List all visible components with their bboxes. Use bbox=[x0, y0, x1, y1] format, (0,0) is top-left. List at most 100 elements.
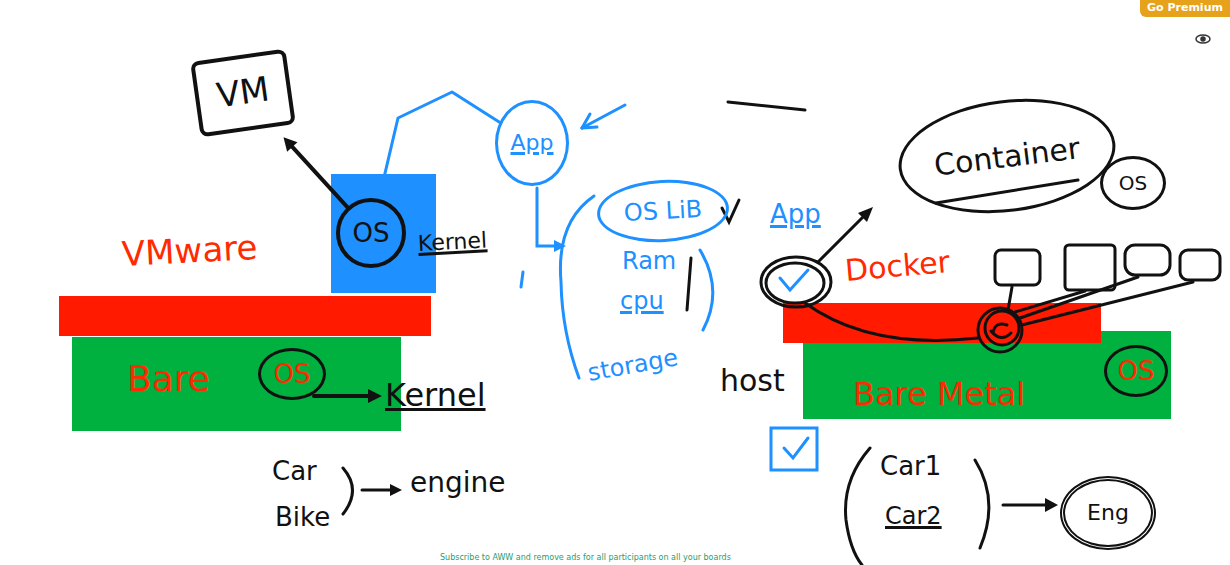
engine-circle: Eng bbox=[1060, 476, 1156, 550]
node-text: Eng bbox=[1087, 501, 1129, 525]
car-label: Car2 bbox=[885, 503, 942, 529]
app-circle: App bbox=[495, 100, 569, 186]
resource-brace bbox=[560, 196, 594, 378]
connector bbox=[284, 137, 348, 207]
arrow-head bbox=[375, 185, 389, 199]
app-down-arrow bbox=[537, 188, 556, 246]
bike-label: Bike bbox=[275, 503, 330, 532]
app-tick bbox=[582, 105, 625, 128]
app-label: App bbox=[770, 200, 821, 229]
car-bracket-left bbox=[390, 484, 402, 496]
container-boxes bbox=[1125, 245, 1170, 275]
hypervisor-label: VMware bbox=[121, 229, 258, 273]
os-circle: OS bbox=[1104, 345, 1168, 397]
bare-metal-edge bbox=[1101, 331, 1171, 343]
resource-brace bbox=[521, 196, 713, 378]
container-oval: Container bbox=[892, 87, 1122, 225]
container-underline bbox=[936, 180, 1078, 203]
node-text: Bare Metal bbox=[853, 377, 1025, 412]
bare-metal-band: Bare OS bbox=[72, 337, 401, 431]
storage-label: storage bbox=[586, 344, 680, 386]
dash-stroke bbox=[728, 102, 805, 110]
os-circle: OS bbox=[258, 348, 326, 400]
car-bracket-left bbox=[362, 489, 392, 492]
node-text: Bare bbox=[127, 359, 210, 399]
bare-metal-band: Bare Metal OS bbox=[803, 343, 1171, 419]
connector-line bbox=[382, 92, 500, 188]
container-boxes bbox=[1065, 245, 1115, 290]
bare-metal-edge bbox=[1101, 331, 1171, 343]
app-container-circle bbox=[805, 303, 978, 340]
container-underline bbox=[936, 180, 1078, 203]
hypervisor-bar bbox=[59, 296, 1101, 343]
app-container-circle bbox=[761, 257, 831, 307]
ram-label: Ram bbox=[622, 248, 676, 274]
black-marks bbox=[722, 200, 739, 222]
node-text: Go Premium bbox=[1147, 2, 1223, 14]
cpu-label: cpu bbox=[620, 288, 664, 314]
watermark: Subscribe to AWW and remove ads for all … bbox=[440, 554, 731, 563]
node-text: OS LiB bbox=[623, 196, 703, 226]
app-container-circle bbox=[766, 263, 824, 303]
container-boxes bbox=[995, 245, 1220, 325]
app-container-circle bbox=[780, 270, 808, 290]
os-circle: OS bbox=[1100, 156, 1166, 210]
connector-line bbox=[291, 145, 347, 207]
checkbox bbox=[771, 428, 817, 470]
app-container-circle bbox=[858, 207, 873, 222]
car-label: Car1 bbox=[880, 452, 941, 481]
node-text: OS bbox=[1118, 357, 1155, 386]
node-text: VM bbox=[214, 71, 271, 115]
app-tick bbox=[582, 127, 597, 128]
hypervisor-bar bbox=[783, 303, 1101, 343]
checkbox bbox=[784, 438, 808, 458]
os-lib-oval: OS LiB bbox=[595, 177, 730, 246]
container-boxes bbox=[995, 250, 1040, 285]
docker-engine-scribble bbox=[978, 308, 1022, 352]
node-text: App bbox=[511, 131, 554, 155]
eye-icon bbox=[1201, 37, 1205, 41]
dash-stroke bbox=[728, 102, 805, 110]
docker-engine-scribble bbox=[973, 303, 1033, 363]
eye-icon bbox=[1196, 35, 1210, 43]
hypervisor-bar bbox=[59, 296, 431, 336]
node-text: OS bbox=[1119, 172, 1147, 194]
os-circle: OS bbox=[336, 198, 406, 268]
node-text: OS bbox=[353, 219, 390, 248]
premium-button: Go Premium bbox=[1140, 0, 1230, 17]
container-boxes bbox=[1022, 282, 1193, 325]
black-marks bbox=[687, 258, 691, 310]
kernel-label: Kernel bbox=[385, 378, 486, 413]
docker-label: Docker bbox=[844, 245, 952, 287]
kernel-label: Kernel bbox=[417, 228, 487, 256]
resource-brace bbox=[521, 272, 523, 287]
connector bbox=[375, 92, 499, 199]
docker-engine-scribble bbox=[985, 311, 1019, 345]
docker-engine-scribble bbox=[978, 308, 1022, 352]
car-bracket-right bbox=[975, 460, 989, 548]
car-bracket-right bbox=[846, 448, 871, 565]
resource-brace bbox=[700, 250, 713, 330]
checkbox bbox=[771, 428, 817, 470]
arrow-head bbox=[284, 137, 298, 151]
vm-box: VM bbox=[190, 49, 296, 138]
container-boxes bbox=[1008, 287, 1012, 310]
container-boxes bbox=[1180, 250, 1220, 280]
docker-engine-scribble bbox=[991, 324, 1011, 338]
host-label: host bbox=[720, 364, 785, 397]
engine-label: engine bbox=[410, 468, 506, 499]
car-bracket-right bbox=[1003, 504, 1048, 507]
car-bracket-left bbox=[343, 468, 402, 514]
node-text: Container bbox=[932, 131, 1082, 182]
os-kernel-arrow bbox=[314, 394, 370, 398]
car-label: Car bbox=[272, 457, 317, 486]
node-text: OS bbox=[274, 360, 311, 389]
eye-icon bbox=[1196, 35, 1210, 43]
app-tick bbox=[582, 114, 590, 128]
car-bracket-right bbox=[1045, 498, 1058, 512]
car-bracket-left bbox=[343, 468, 353, 514]
os-kernel-arrow bbox=[368, 389, 382, 403]
